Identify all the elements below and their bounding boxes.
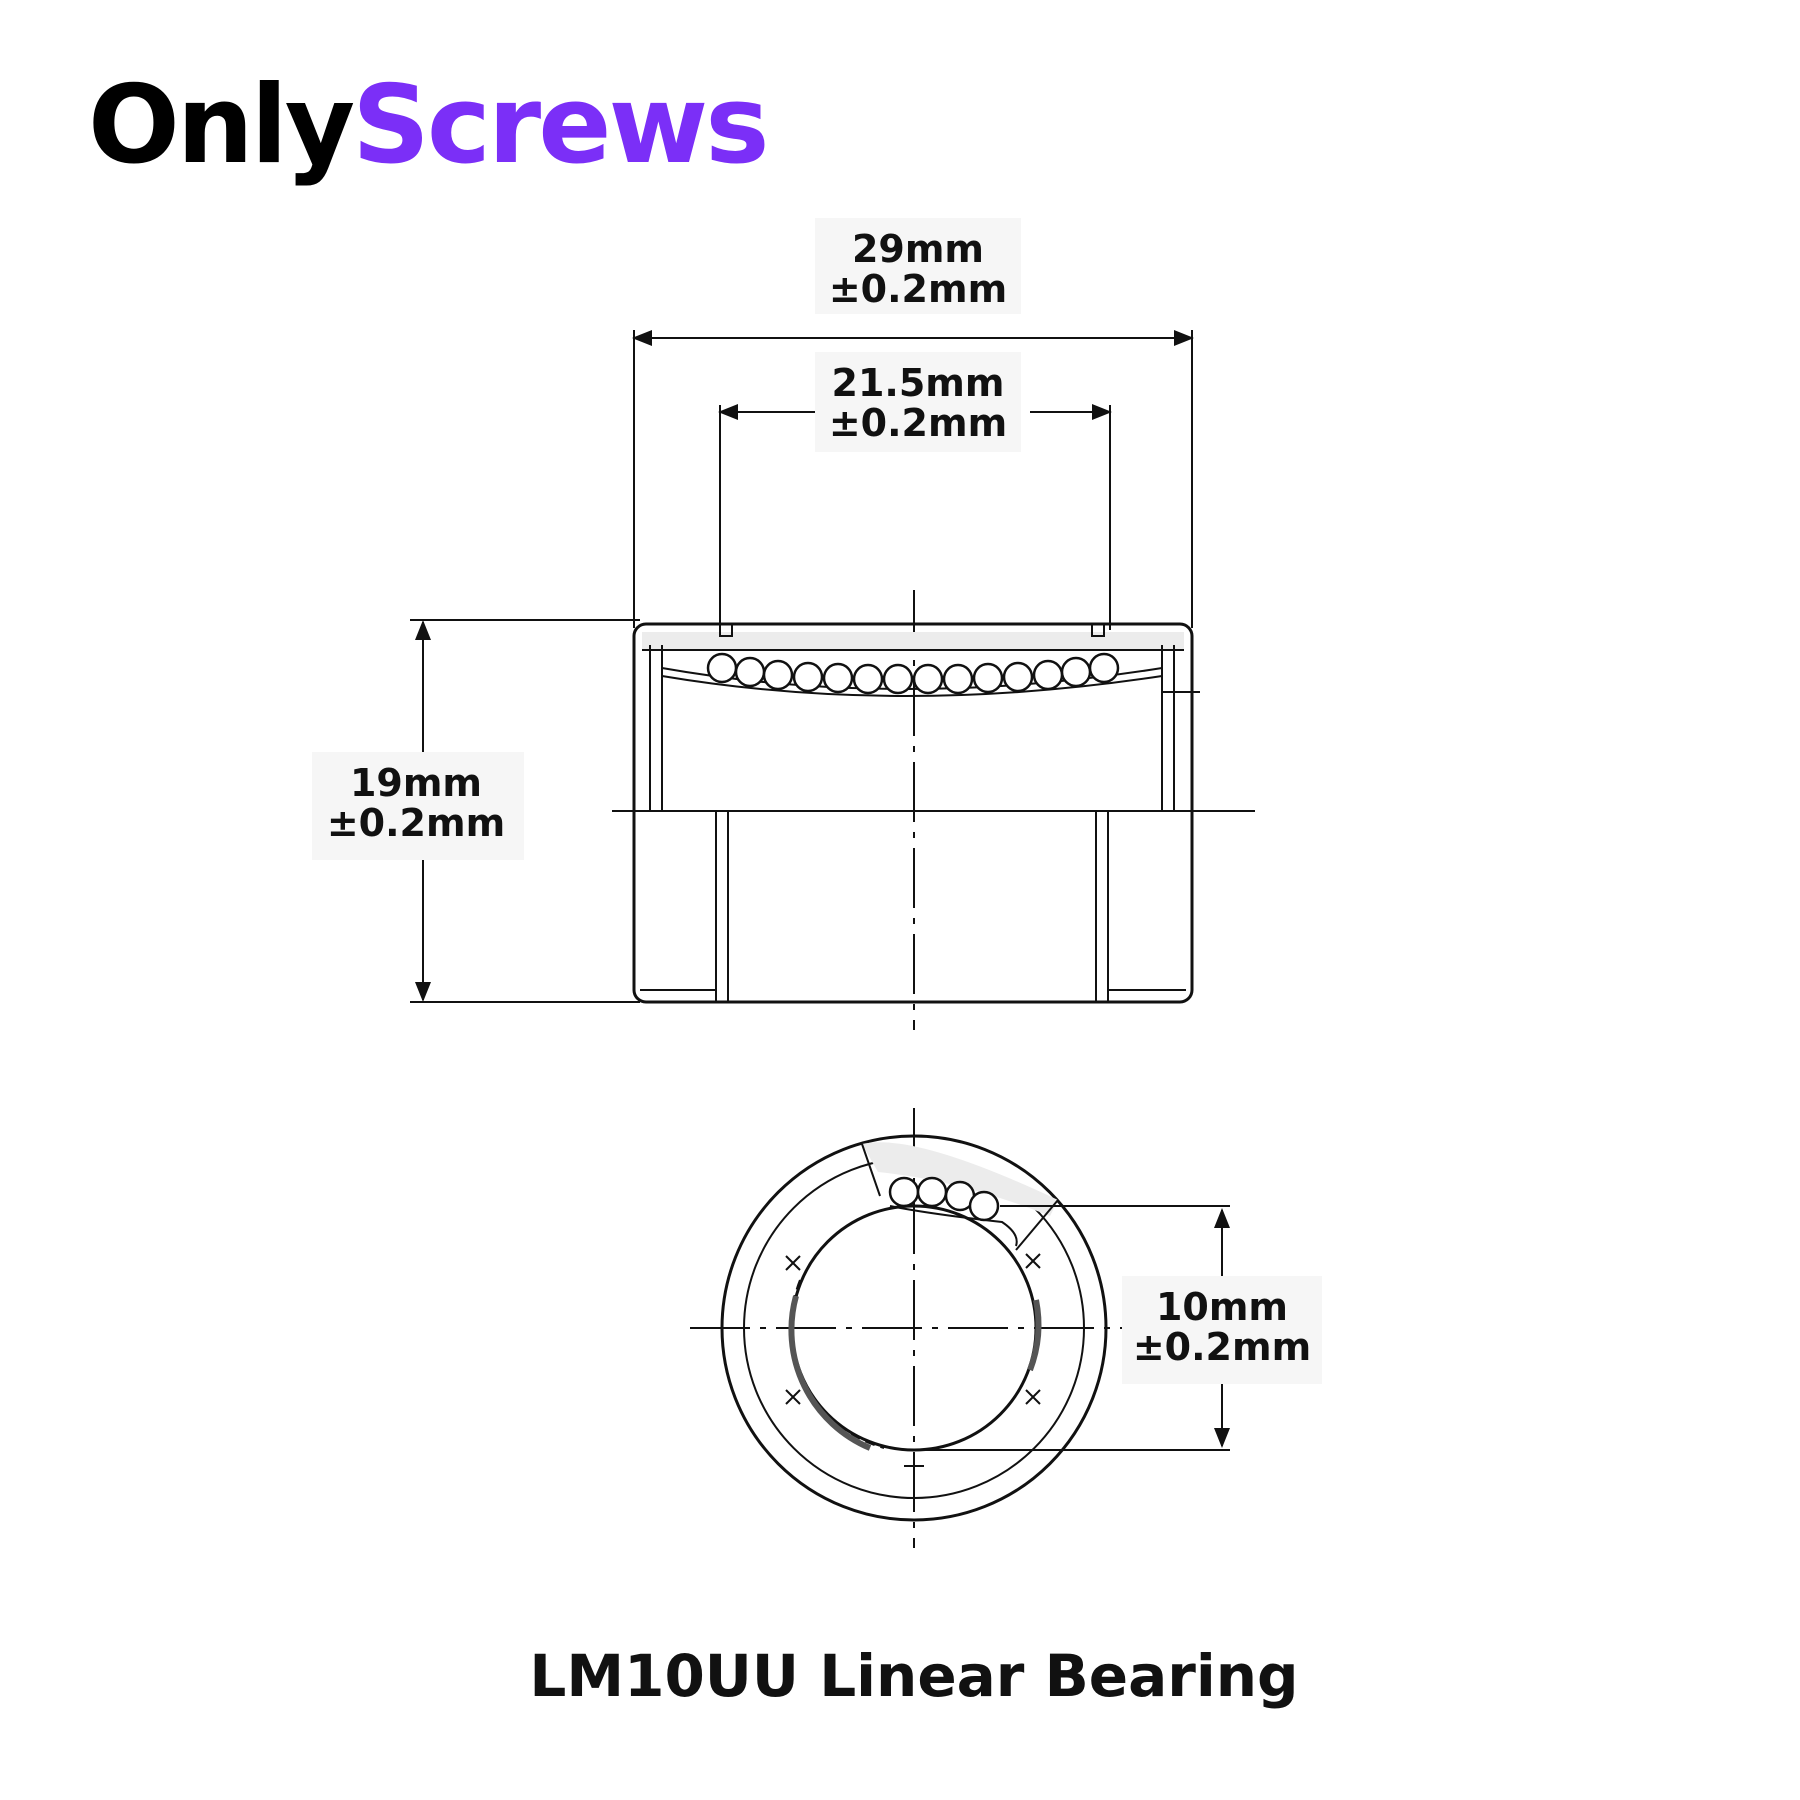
inner-diameter-value: 10mm xyxy=(1156,1285,1288,1329)
dim-overall-length: 29mm ±0.2mm xyxy=(815,218,1021,314)
end-view xyxy=(690,1108,1230,1548)
inner-diameter-tolerance: ±0.2mm xyxy=(1133,1325,1311,1369)
outer-diameter-tolerance: ±0.2mm xyxy=(327,801,505,845)
ball-row xyxy=(706,652,1120,695)
overall-length-tolerance: ±0.2mm xyxy=(829,267,1007,311)
product-title: LM10UU Linear Bearing xyxy=(529,1642,1298,1710)
ball-track-length-tolerance: ±0.2mm xyxy=(829,401,1007,445)
side-view xyxy=(410,330,1255,1030)
ball-track-length-value: 21.5mm xyxy=(832,361,1005,405)
dim-outer-diameter: 19mm ±0.2mm xyxy=(312,752,524,860)
dim-inner-diameter: 10mm ±0.2mm xyxy=(1122,1276,1322,1384)
brand-only: Only xyxy=(88,63,354,188)
brand-logo: OnlyScrews xyxy=(88,63,767,188)
overall-length-value: 29mm xyxy=(852,227,984,271)
brand-screws: Screws xyxy=(352,63,766,188)
outer-diameter-value: 19mm xyxy=(350,761,482,805)
dim-ball-track-length: 21.5mm ±0.2mm xyxy=(815,352,1021,452)
